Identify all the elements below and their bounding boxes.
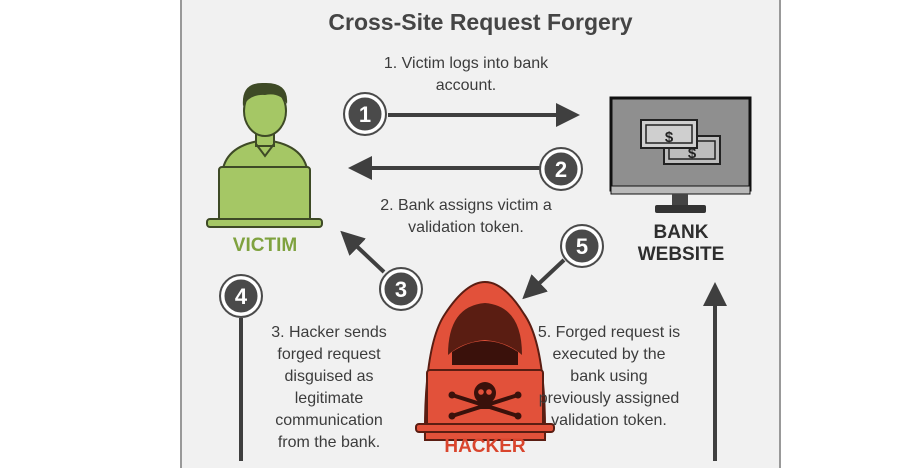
svg-text:1: 1 — [359, 102, 371, 127]
step-3-caption: 3. Hacker sends forged request disguised… — [271, 324, 387, 451]
step-badge-4: 4 — [219, 274, 263, 318]
svg-text:5: 5 — [576, 234, 588, 259]
step-5-caption: 5. Forged request is executed by the ban… — [537, 324, 681, 429]
step-1-caption: 1. Victim logs into bank account. — [383, 55, 549, 94]
diagram-title: Cross-Site Request Forgery — [328, 9, 633, 35]
step-2-caption: 2. Bank assigns victim a validation toke… — [380, 197, 552, 236]
victim-label: VICTIM — [232, 235, 298, 256]
arrow-step-5 — [522, 258, 566, 300]
step-badge-1: 1 — [343, 92, 387, 136]
hacker-label: HACKER — [444, 436, 526, 457]
step-badge-2: 2 — [539, 147, 583, 191]
step-badge-3: 3 — [379, 267, 423, 311]
svg-text:2: 2 — [555, 157, 567, 182]
hooded-hacker-icon — [415, 280, 555, 441]
svg-text:$: $ — [688, 145, 697, 162]
svg-text:$: $ — [665, 129, 674, 146]
svg-text:3: 3 — [395, 277, 407, 302]
step-badge-5: 5 — [560, 224, 604, 268]
skull-crossbones-icon — [448, 382, 522, 420]
svg-text:4: 4 — [235, 284, 248, 309]
bank-monitor-icon — [609, 96, 752, 213]
laptop-icon — [206, 166, 323, 228]
dollar-bill-icon: $ $ — [640, 119, 721, 165]
bank-website-label: BANK WEBSITE — [637, 222, 725, 265]
arrow-step-3 — [340, 230, 386, 274]
